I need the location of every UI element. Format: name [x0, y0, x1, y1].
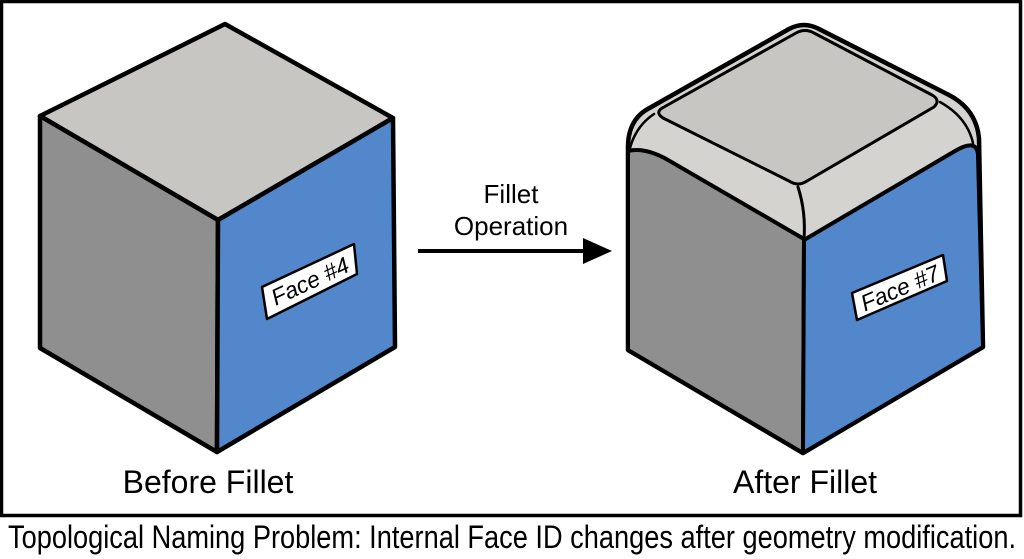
before-cube-caption: Before Fillet	[123, 464, 294, 500]
after-cube-left-corner-seam	[628, 112, 656, 150]
after-cube-caption: After Fillet	[733, 464, 877, 500]
after-cube-right-corner-seam	[938, 100, 975, 145]
before-face-tag	[260, 242, 359, 321]
operation-arrow-head	[583, 238, 612, 264]
after-face-tag	[850, 253, 949, 322]
before-cube: Face #4 Before Fillet	[37, 21, 398, 500]
fillet-operation: Fillet Operation	[418, 179, 612, 264]
fillet-operation-label-line2: Operation	[454, 211, 568, 241]
diagram-border-frame	[0, 0, 1023, 518]
after-cube-top-face	[657, 29, 939, 186]
fillet-operation-label-line1: Fillet	[484, 179, 540, 209]
after-cube-front-corner-seam	[796, 185, 806, 241]
after-cube: Face #7 After Fillet	[625, 22, 986, 500]
bottom-caption: Topological Naming Problem: Internal Fac…	[8, 519, 1016, 555]
